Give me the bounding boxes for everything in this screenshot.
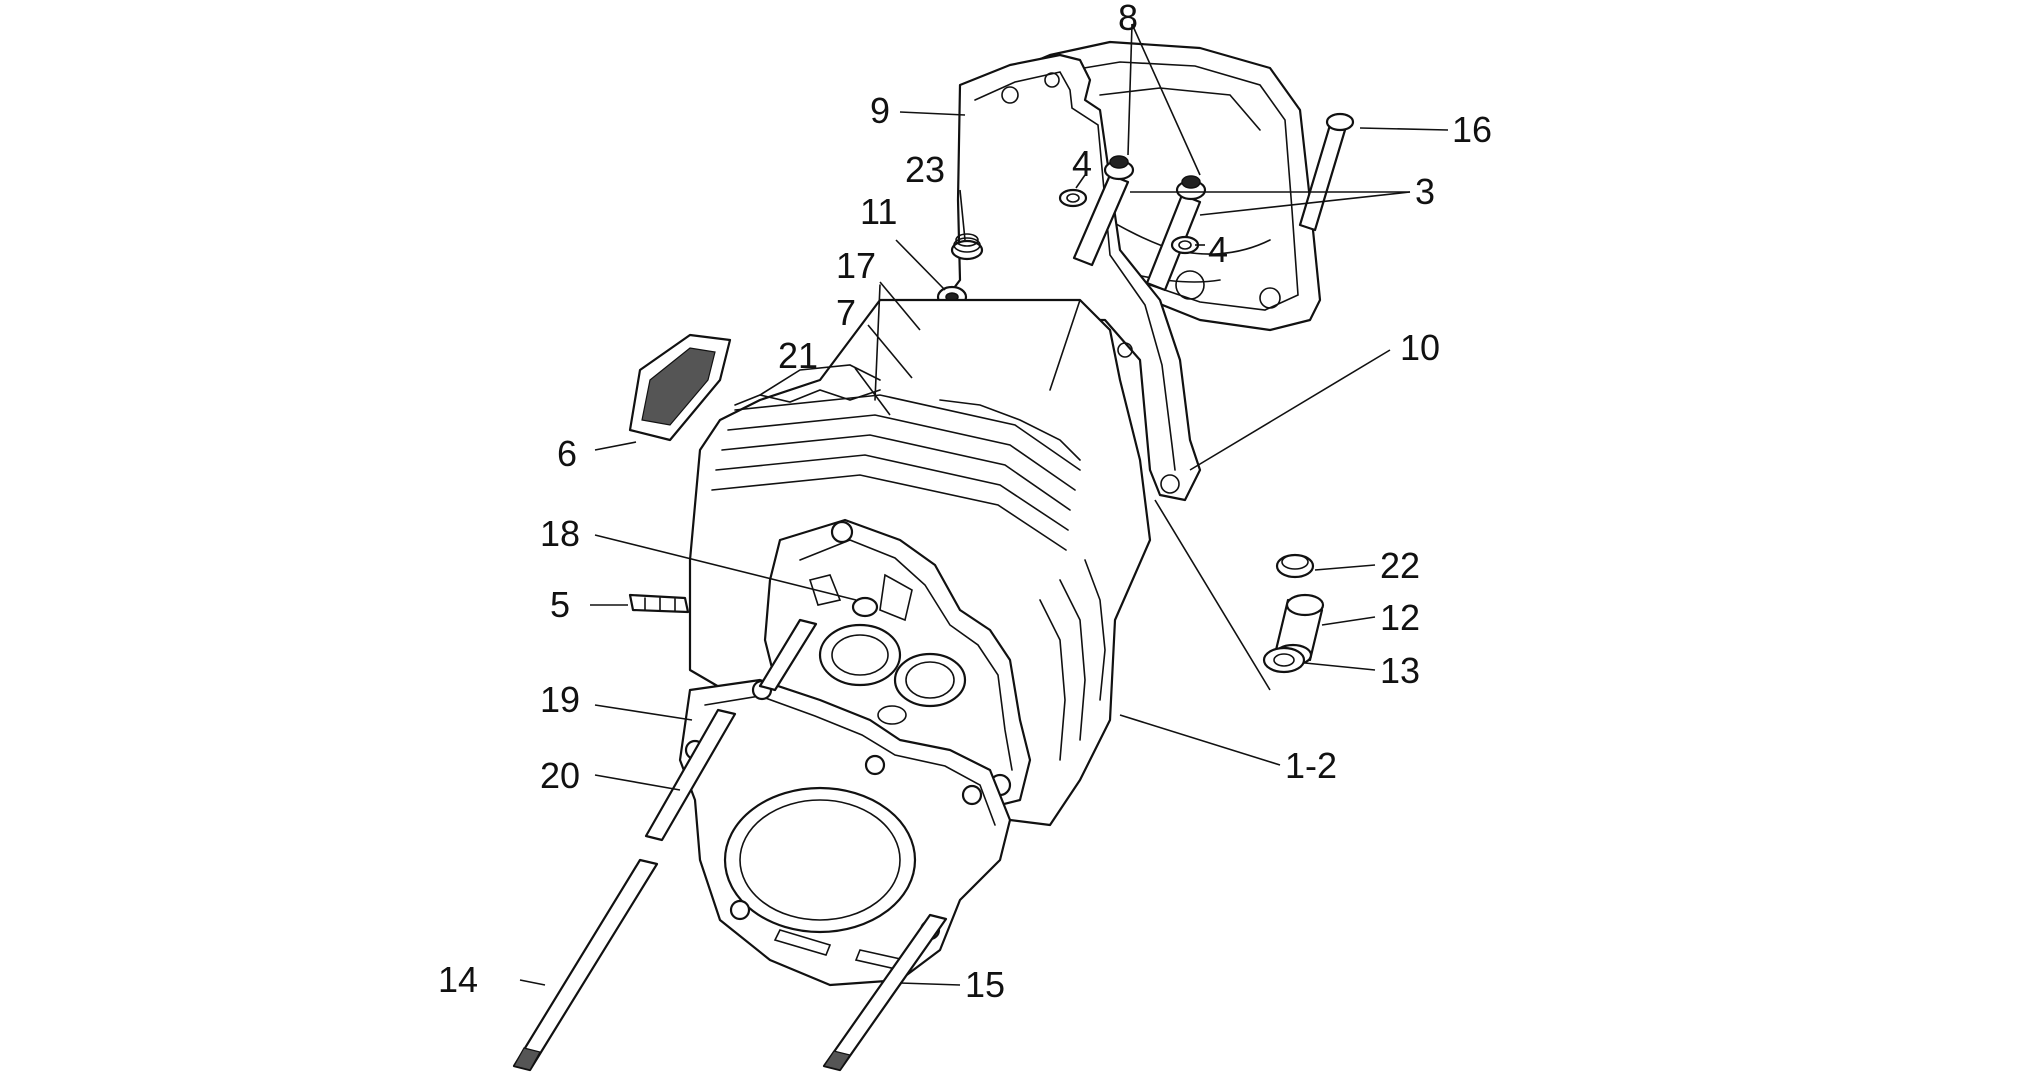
cap-22: [1275, 553, 1315, 579]
label-5: 5: [550, 584, 570, 625]
label-20: 20: [540, 755, 580, 796]
label-17: 17: [836, 245, 876, 286]
label-16: 16: [1452, 109, 1492, 150]
studs: [512, 618, 948, 1072]
label-22: 22: [1380, 545, 1420, 586]
label-8: 8: [1118, 0, 1138, 38]
label-13: 13: [1380, 650, 1420, 691]
label-23: 23: [905, 149, 945, 190]
label-3: 3: [1415, 171, 1435, 212]
label-7: 7: [836, 292, 856, 333]
label-15: 15: [965, 964, 1005, 1005]
pin-5: [628, 593, 690, 614]
label-11: 11: [860, 191, 897, 232]
callout-labels: 8 9 16 4 23 3 11 4 17 7 10 21 6 18 22 5 …: [438, 0, 1492, 1005]
label-4-upper: 4: [1072, 143, 1092, 184]
label-9: 9: [870, 90, 890, 131]
label-12: 12: [1380, 597, 1420, 638]
label-14: 14: [438, 959, 478, 1000]
spring-23: [950, 233, 984, 261]
label-4-lower: 4: [1208, 229, 1228, 270]
filter-6: [628, 333, 732, 442]
label-1-2: 1-2: [1285, 745, 1337, 786]
label-6: 6: [557, 433, 577, 474]
leader-lines: [519, 23, 1449, 986]
label-10: 10: [1400, 327, 1440, 368]
label-21: 21: [778, 335, 818, 376]
label-18: 18: [540, 513, 580, 554]
washer-13: [1262, 646, 1306, 674]
pushrod-tubes: [1072, 155, 1207, 292]
head-gasket: [678, 678, 1012, 987]
label-19: 19: [540, 679, 580, 720]
